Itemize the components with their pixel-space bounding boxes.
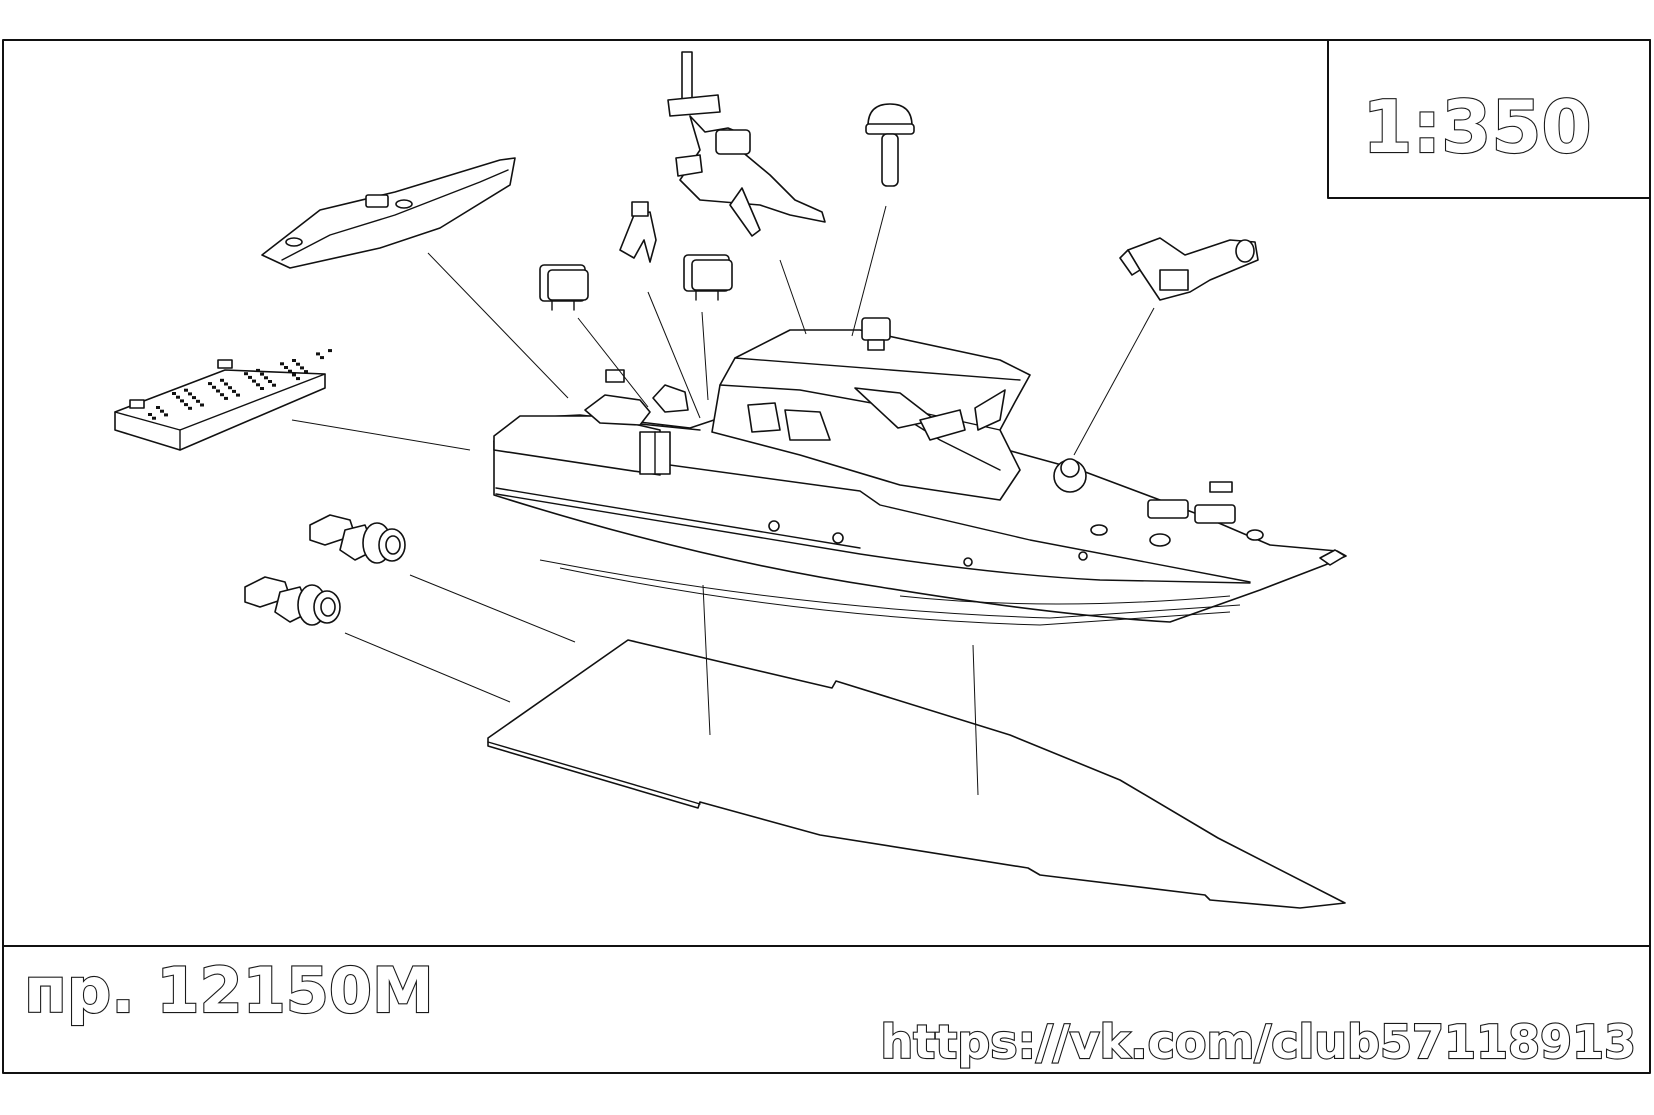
grating-hole	[252, 379, 256, 383]
grating-hole	[176, 395, 180, 399]
grating-hole	[248, 375, 252, 379]
grating-hole	[260, 372, 264, 376]
grating-hole	[320, 356, 324, 360]
grating-hole	[196, 399, 200, 403]
scale-label: 1:350	[1362, 85, 1591, 169]
grating-hole	[224, 396, 228, 400]
url-label: https://vk.com/club57118913	[881, 1015, 1636, 1069]
grating-hole	[300, 366, 304, 370]
grating-hole	[148, 413, 152, 416]
grating-hole	[232, 389, 236, 393]
dome-antenna-part	[865, 103, 915, 187]
grating-hole	[280, 362, 284, 366]
grating-hole	[292, 359, 296, 362]
grating-hole	[244, 372, 248, 376]
grating-hole	[156, 406, 160, 409]
box-part-left	[539, 264, 589, 311]
grating-hole	[212, 385, 216, 389]
grating-hole	[184, 388, 188, 392]
mast-part	[667, 51, 826, 237]
grating-hole	[236, 393, 240, 397]
grating-hole	[272, 383, 276, 387]
grating-hole	[284, 366, 288, 369]
rib-boat-part	[261, 157, 516, 269]
boat-hull	[493, 317, 1347, 626]
grating-hole	[224, 382, 228, 386]
bracket-part	[619, 201, 657, 263]
grating-hole	[200, 403, 204, 407]
grating-hole	[316, 352, 320, 356]
grating-hole	[296, 362, 300, 366]
waterline-plate	[487, 639, 1346, 909]
grating-hole	[264, 376, 268, 380]
drawing-frame	[2, 39, 1651, 1074]
grating-hole	[296, 377, 300, 381]
grating-hole	[216, 389, 220, 393]
grating-hole	[220, 378, 224, 382]
grating-hole	[188, 406, 192, 410]
grating-hole	[228, 386, 232, 390]
grating-hole	[152, 416, 156, 420]
grating-hole	[288, 369, 292, 373]
waterjet-part-lower	[244, 576, 341, 626]
grating-hole	[172, 392, 176, 395]
grating-hole	[180, 399, 184, 403]
grating-hole	[160, 409, 164, 413]
grating-hole	[304, 370, 308, 374]
box-part-right	[683, 254, 733, 301]
grating-hole	[268, 380, 272, 383]
grating-hole	[192, 396, 196, 400]
grating-hole	[256, 383, 260, 387]
grating-hole	[164, 413, 168, 417]
grating-hole	[220, 393, 224, 397]
grating-hole	[188, 392, 192, 396]
grating-hole	[260, 387, 264, 390]
leader-lines	[291, 205, 1155, 796]
grating-hole	[208, 382, 212, 386]
waterjet-part-upper	[309, 514, 406, 564]
grating-hole	[292, 373, 296, 377]
grating-hole	[256, 368, 260, 372]
grating-hole	[328, 349, 332, 353]
project-label: пр. 12150М	[24, 954, 434, 1027]
grating-hole	[184, 403, 188, 407]
deck-grating-part	[114, 349, 332, 451]
gun-turret-part	[1119, 237, 1259, 301]
